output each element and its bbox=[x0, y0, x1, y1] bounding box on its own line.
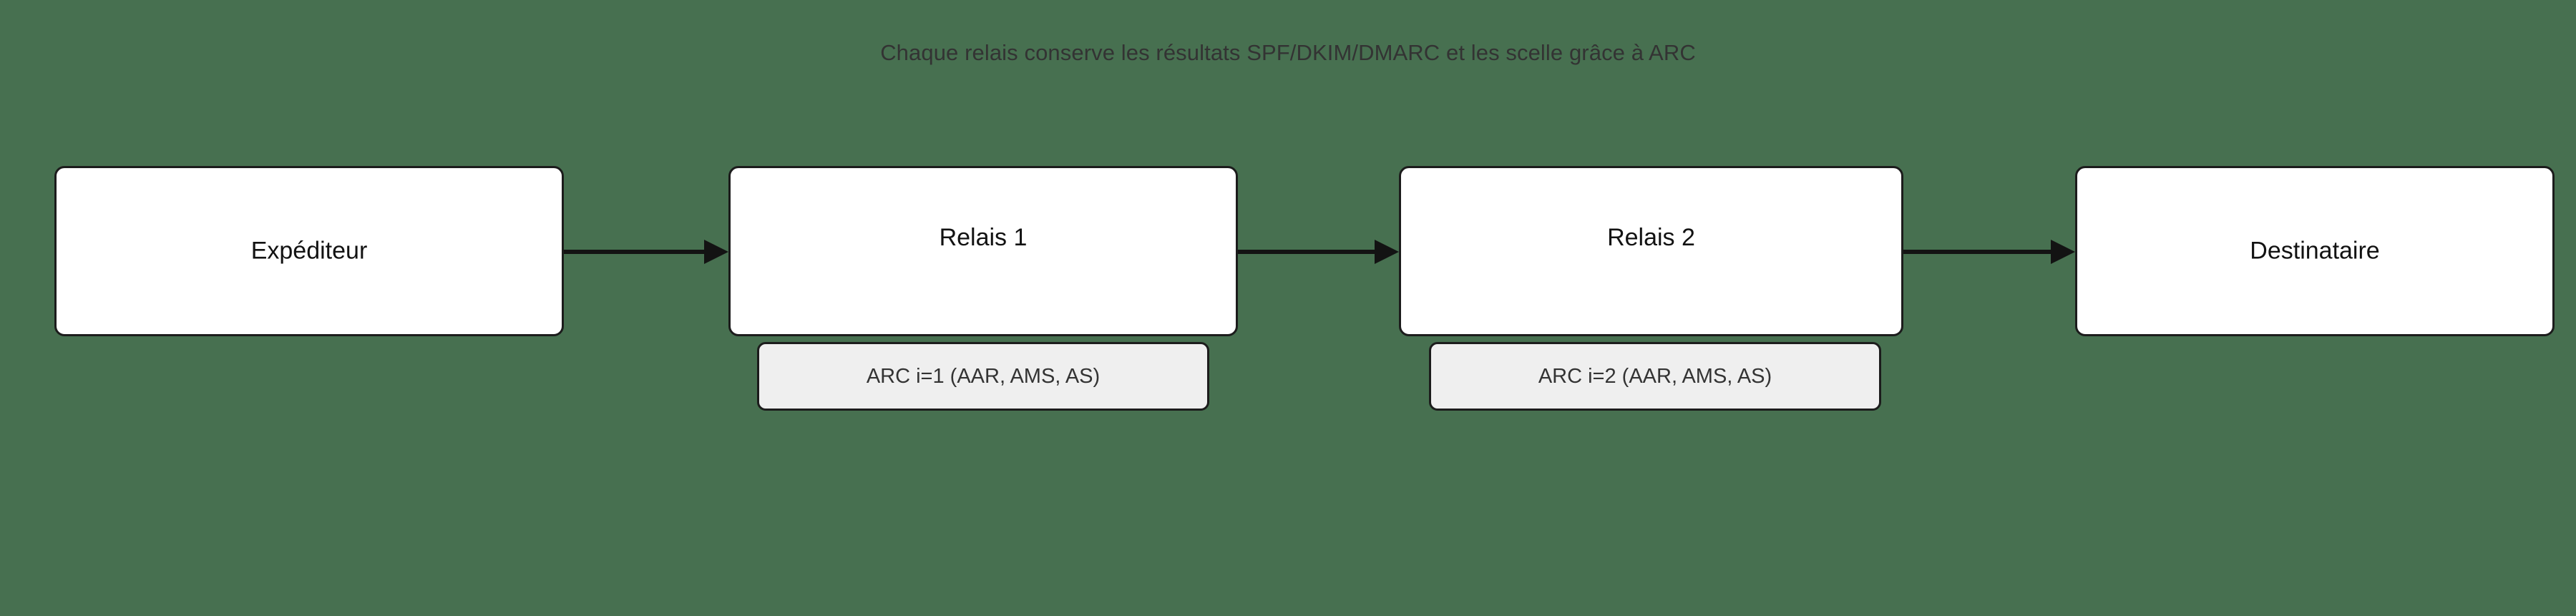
annotation-relais1: ARC i=1 (AAR, AMS, AS) bbox=[757, 342, 1209, 411]
annotation-relais2-label: ARC i=2 (AAR, AMS, AS) bbox=[1538, 364, 1772, 388]
arrow-head-icon bbox=[704, 240, 728, 264]
node-relais1[interactable]: Relais 1 bbox=[728, 166, 1238, 336]
node-destinataire[interactable]: Destinataire bbox=[2075, 166, 2555, 336]
node-expediteur-label: Expéditeur bbox=[250, 237, 368, 265]
arrow-shaft bbox=[1238, 250, 1375, 254]
annotation-relais1-label: ARC i=1 (AAR, AMS, AS) bbox=[866, 364, 1101, 388]
diagram-title: Chaque relais conserve les résultats SPF… bbox=[880, 40, 1696, 65]
node-expediteur[interactable]: Expéditeur bbox=[54, 166, 564, 336]
annotation-relais2: ARC i=2 (AAR, AMS, AS) bbox=[1429, 342, 1881, 411]
arrow-head-icon bbox=[1375, 240, 1399, 264]
arrow-shaft bbox=[1903, 250, 2051, 254]
node-destinataire-label: Destinataire bbox=[2250, 237, 2380, 265]
arrow-shaft bbox=[564, 250, 704, 254]
arrow-head-icon bbox=[2051, 240, 2075, 264]
node-relais1-label: Relais 1 bbox=[939, 224, 1028, 251]
node-relais2[interactable]: Relais 2 bbox=[1399, 166, 1903, 336]
node-relais2-label: Relais 2 bbox=[1607, 224, 1695, 251]
